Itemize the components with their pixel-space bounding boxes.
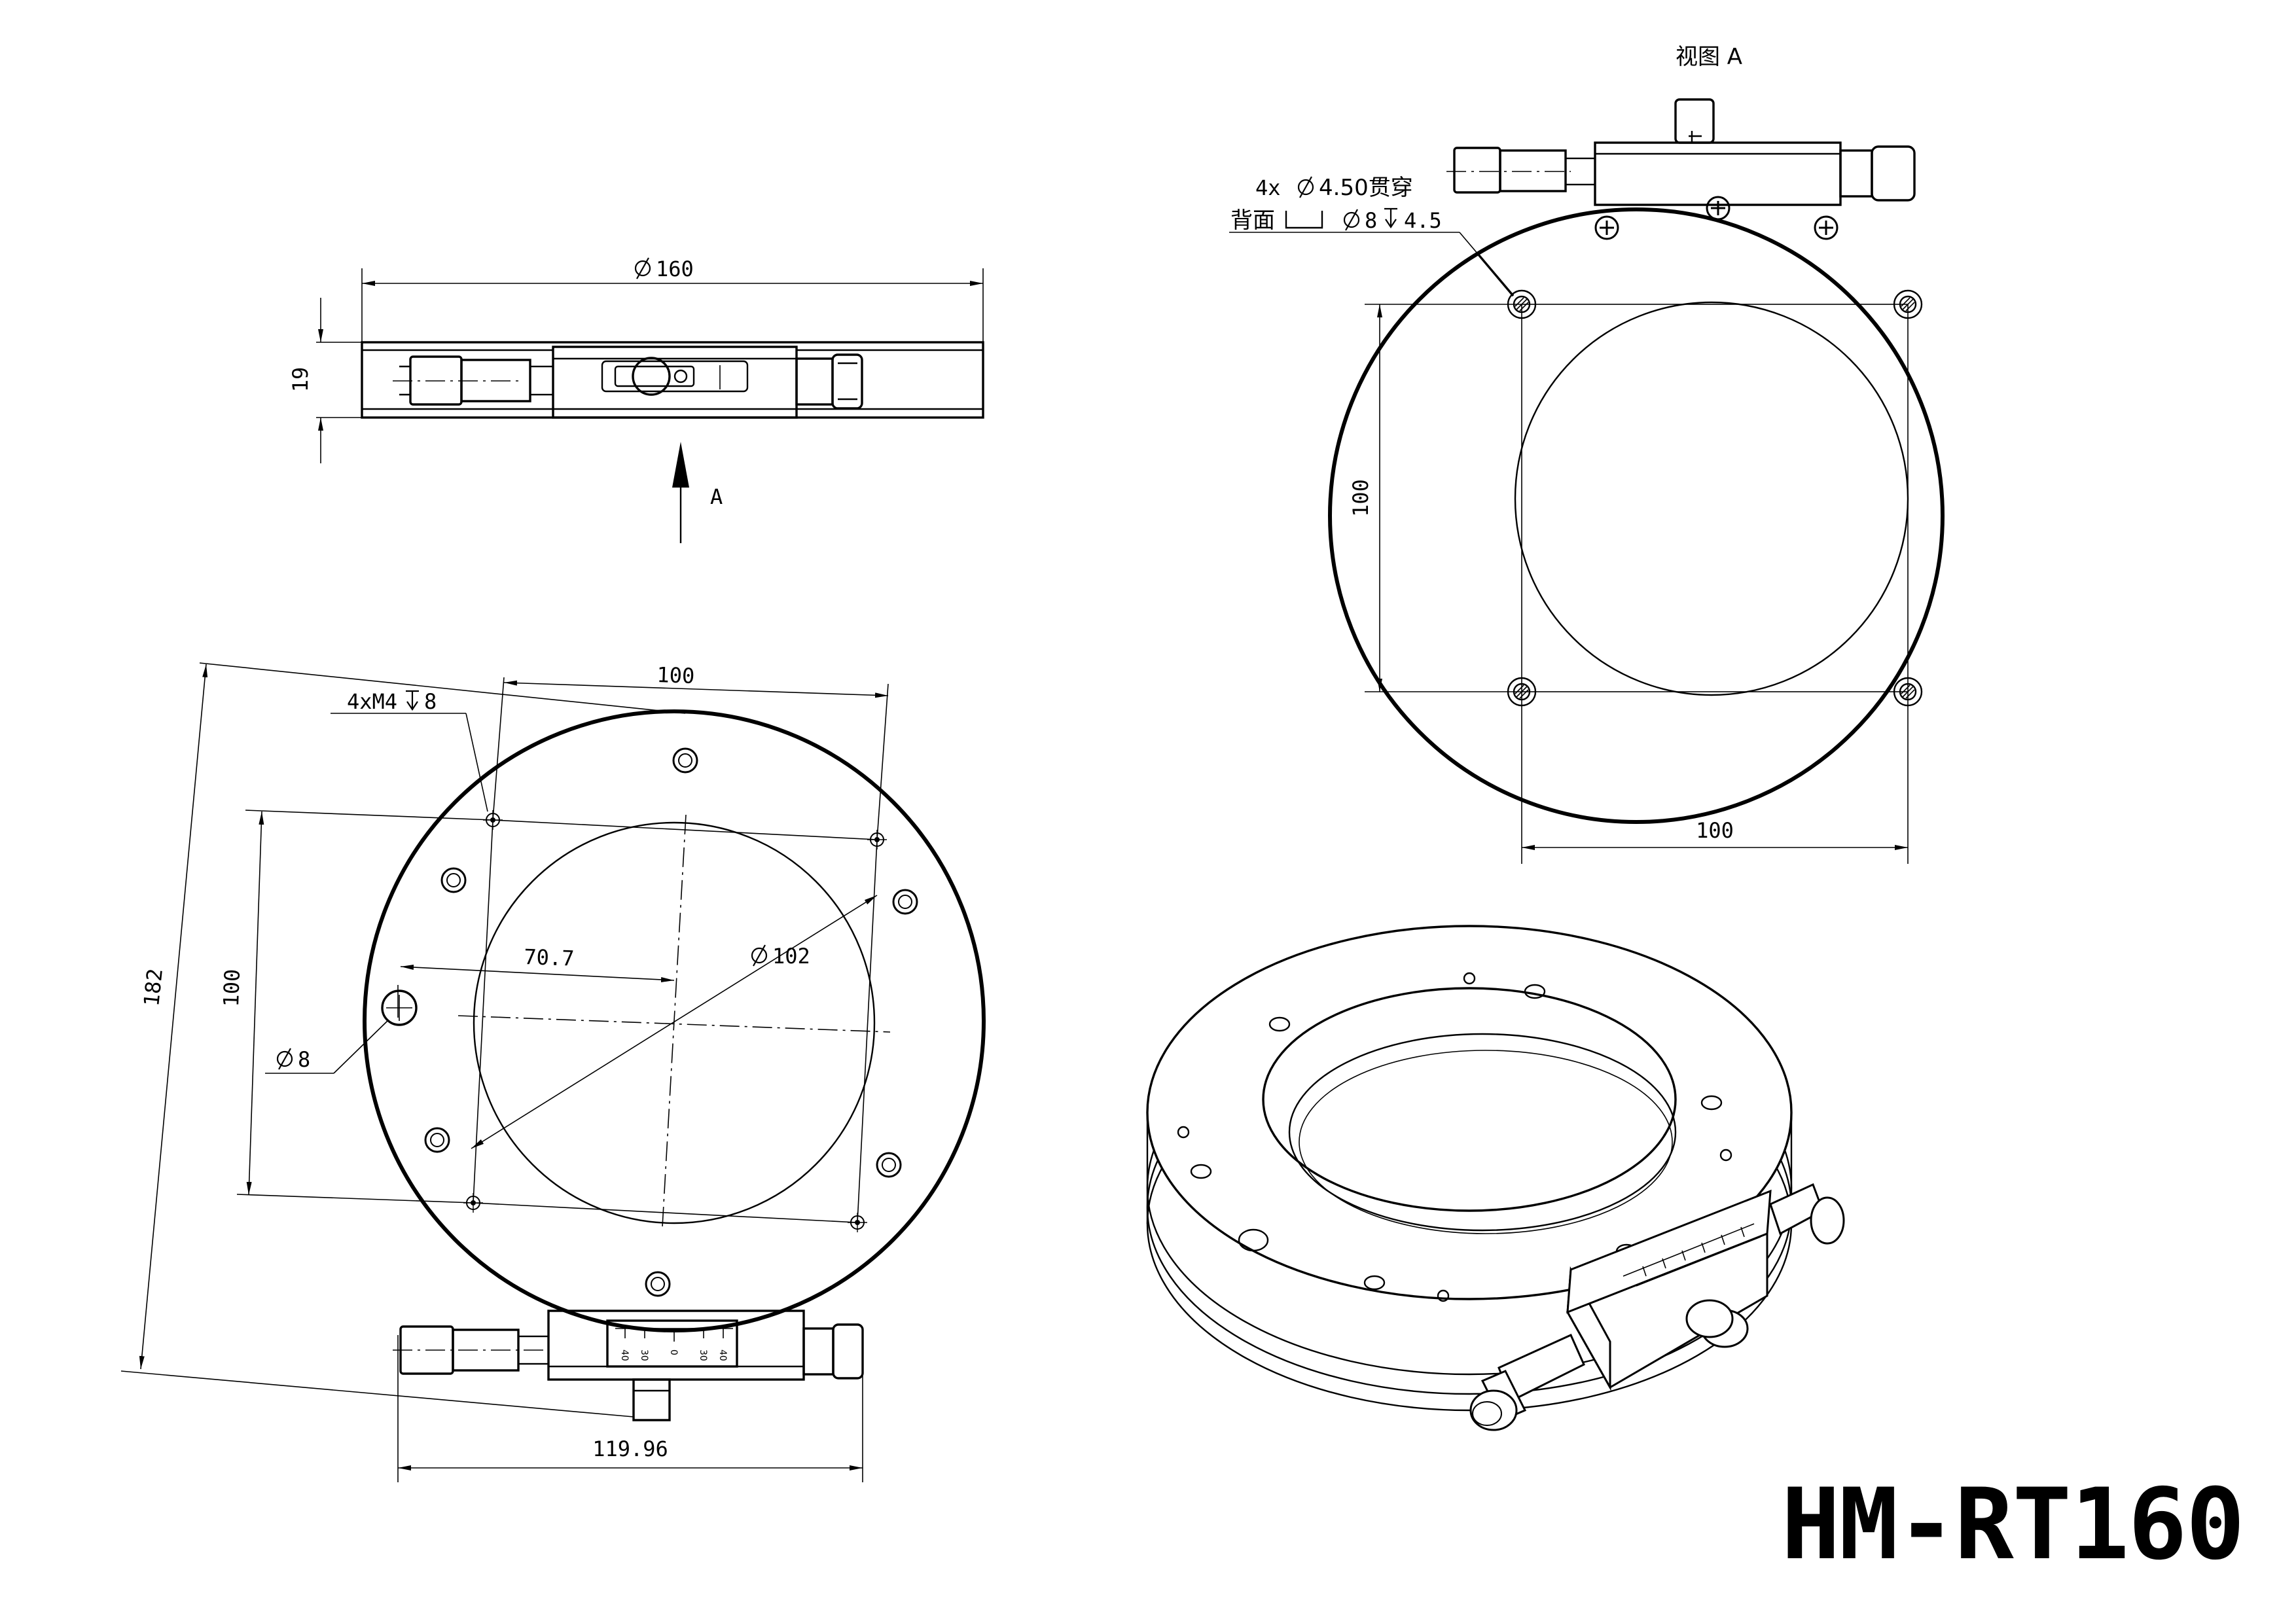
front-view: 160 19 A [288,257,984,543]
svg-text:30: 30 [698,1349,708,1361]
callout-back-cbore: 背面 8 4.5 [1230,207,1442,234]
model-number: HM-RT160 [1781,1468,2245,1582]
svg-text:8: 8 [1365,208,1377,233]
dim-100-left: 100 [219,969,245,1007]
svg-text:背面: 背面 [1230,207,1275,234]
svg-text:8: 8 [424,689,437,714]
dim-view-a-100-bottom: 100 [1696,818,1734,843]
svg-text:40: 40 [717,1349,728,1361]
isometric-view [1146,925,1845,1431]
callout-diameter-8: 8 [276,1047,310,1072]
dim-100-top: 100 [656,662,695,688]
dim-height-19: 19 [288,367,313,393]
dim-view-a-100-side: 100 [1348,479,1373,517]
svg-text:160: 160 [656,257,694,281]
callout-m4: 4xM4 8 [347,689,437,714]
dim-diameter-102: 102 [751,944,810,969]
vernier-scale: 40 30 0 30 40 [615,1328,733,1361]
view-a-title: 视图 A [1676,44,1742,70]
dim-119-96: 119.96 [592,1436,668,1461]
svg-text:102: 102 [772,944,810,969]
svg-text:4xM4: 4xM4 [347,689,397,714]
svg-text:30: 30 [639,1349,649,1361]
svg-text:4x: 4x [1255,175,1281,200]
top-view: 40 30 0 30 40 100 100 182 70.7 [120,662,986,1482]
svg-text:8: 8 [298,1047,310,1072]
view-arrow-label: A [710,484,723,509]
callout-thru-holes: 4x 4.50贯穿 [1255,175,1413,201]
dim-70-7: 70.7 [524,944,575,971]
svg-text:4.5: 4.5 [1404,208,1442,233]
svg-text:0: 0 [668,1349,679,1355]
svg-text:4.50贯穿: 4.50贯穿 [1319,175,1413,201]
dim-182: 182 [139,967,168,1007]
view-a: 视图 A 4x 4.50贯穿 [1229,44,1945,864]
iso-micrometer [1469,1183,1845,1431]
dim-diameter-160: 160 [634,257,694,281]
svg-text:40: 40 [619,1349,630,1361]
